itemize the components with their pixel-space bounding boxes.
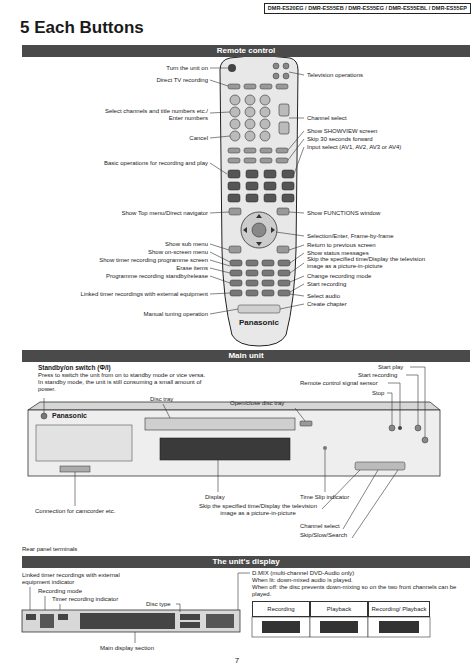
callout-label: Show timer recording programme screen: [23, 257, 208, 264]
remote-control: [220, 56, 298, 346]
node-text: Remote control: [217, 46, 276, 55]
node-text: The unit's display: [212, 557, 279, 566]
callout-label: Show sub menu: [23, 241, 208, 248]
callout-label: Input select (AV1, AV2, AV3 or AV4): [307, 144, 467, 151]
main-unit: [28, 402, 440, 476]
callout-label: Television operations: [307, 72, 467, 79]
callout-label: Standby/on switch (Ф/I): [38, 364, 208, 371]
callout-label: Skip the specified time/Display the tele…: [195, 503, 321, 517]
callout-label: Disc type: [146, 601, 186, 608]
callout-label: Programme recording standby/release: [23, 273, 208, 280]
model-header-box: DMR-ES20EG / DMR-ES55EB / DMR-ES55EG / D…: [264, 3, 471, 14]
callout-label: Linked timer recordings with external eq…: [22, 572, 134, 586]
callout-label: Direct TV recording: [23, 77, 208, 84]
table-header-cell: Recording: [252, 601, 310, 617]
callout-label: Recording mode: [38, 588, 138, 595]
callout-label: Manual tuning operation: [23, 311, 208, 318]
callout-label: Press to switch the unit from on to stan…: [38, 372, 206, 393]
leader-lines: [210, 68, 304, 314]
callout-label: Skip 30 seconds forward: [307, 136, 467, 143]
callout-label: Rear panel terminals: [22, 546, 142, 553]
node-text: Recording/ Playback: [371, 606, 426, 613]
callout-label: Show status messages: [307, 250, 467, 257]
callout-label: Select channels and title numbers etc./ …: [96, 108, 208, 122]
callout-label: Skip/Slow/Search: [300, 532, 380, 539]
node-text: DMR-ES20EG / DMR-ES55EB / DMR-ES55EG / D…: [268, 5, 467, 11]
node-text: Playback: [327, 606, 351, 613]
callout-label: Basic operations for recording and play: [23, 160, 208, 167]
callout-label: Timer recording indicator: [52, 596, 162, 603]
node-text: Main unit: [228, 351, 263, 360]
callout-label: Remote control signal sensor: [300, 380, 390, 387]
callout-label: Connection for camcorder etc.: [35, 508, 155, 515]
callout-label: Show SHOWVIEW screen: [307, 128, 467, 135]
callout-label: Linked timer recordings with external eq…: [23, 291, 208, 298]
callout-label: Display: [205, 494, 265, 501]
callout-label: Panasonic: [229, 318, 289, 327]
table-header-cell: Recording/ Playback: [368, 601, 430, 617]
callout-label: Selection/Enter, Frame-by-frame: [307, 233, 467, 240]
callout-label: Create chapter: [307, 301, 467, 308]
callout-label: Time Slip indicator: [300, 494, 390, 501]
callout-label: Open/close disc tray: [230, 400, 320, 407]
callout-label: When lit: down-mixed audio is played.: [252, 577, 462, 584]
callout-label: Start recording: [358, 372, 418, 379]
callout-label: Show on-screen menu: [23, 249, 208, 256]
section-band: Remote control: [22, 45, 470, 57]
table-header-cell: Playback: [310, 601, 368, 617]
callout-label: 7: [230, 656, 244, 665]
callout-label: Show FUNCTIONS window: [307, 210, 467, 217]
callout-label: Start recording: [307, 281, 467, 288]
callout-label: Stop: [372, 390, 402, 397]
callout-label: Panasonic: [52, 412, 112, 420]
callout-label: Disc tray: [150, 396, 210, 403]
callout-label: Select audio: [307, 293, 467, 300]
node-text: Recording: [267, 606, 294, 613]
callout-label: Erase items: [23, 265, 208, 272]
callout-label: D.MIX (multi-channel DVD-Audio only): [252, 570, 462, 577]
callout-label: When off: the disc prevents down-mixing …: [252, 584, 464, 598]
callout-label: Start play: [378, 364, 438, 371]
callout-label: Channel select: [307, 115, 467, 122]
callout-label: Cancel: [23, 135, 208, 142]
callout-label: Skip the specified time/Display the tele…: [307, 256, 431, 270]
callout-label: Return to previous screen: [307, 242, 467, 249]
callout-label: Channel select: [300, 523, 380, 530]
callout-label: Turn the unit on: [23, 65, 208, 72]
callout-label: Change recording mode: [307, 273, 467, 280]
callout-label: Main display section: [100, 645, 200, 652]
callout-label: Show Top menu/Direct navigator: [23, 210, 208, 217]
section-band: Main unit: [22, 350, 470, 362]
page-title: 5 Each Buttons: [20, 18, 144, 38]
section-band: The unit's display: [22, 556, 470, 568]
